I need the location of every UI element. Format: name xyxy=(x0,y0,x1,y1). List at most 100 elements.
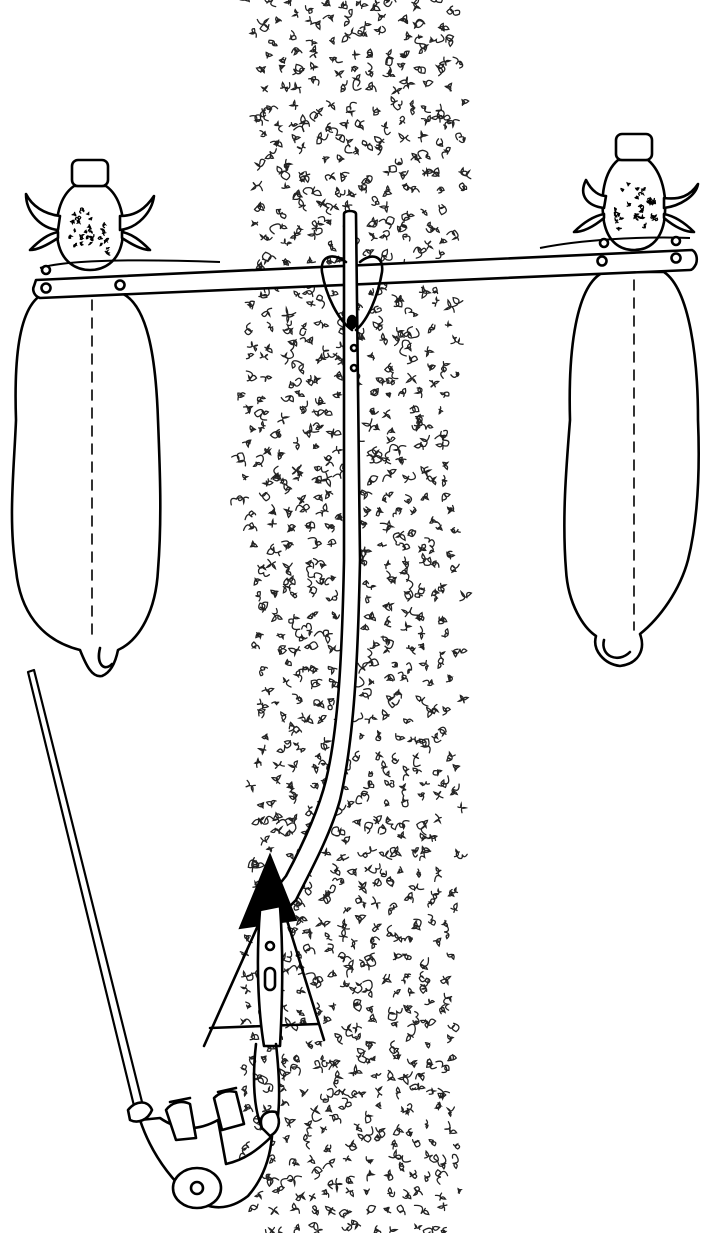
soil-clod xyxy=(317,918,330,927)
soil-clod xyxy=(382,761,390,777)
soil-clod xyxy=(407,645,416,654)
soil-clod xyxy=(296,504,310,512)
soil-clod xyxy=(439,407,443,414)
soil-clod xyxy=(415,1205,429,1214)
soil-clod xyxy=(294,743,305,753)
soil-clod xyxy=(365,1111,371,1122)
soil-clod xyxy=(259,602,268,612)
soil-clod xyxy=(411,154,418,161)
soil-clod xyxy=(388,1007,402,1020)
soil-clod xyxy=(368,476,378,485)
soil-clod xyxy=(430,35,444,43)
soil-clod xyxy=(369,1014,377,1022)
soil-clod xyxy=(276,209,285,218)
soil-clod xyxy=(282,308,296,322)
soil-clod xyxy=(346,1141,357,1150)
soil-clod xyxy=(398,832,405,839)
soil-clod xyxy=(260,493,270,501)
soil-clod xyxy=(314,376,320,383)
soil-clod xyxy=(296,1193,305,1201)
soil-clod xyxy=(261,1056,266,1062)
soil-clod xyxy=(382,710,389,720)
soil-clod xyxy=(360,689,371,699)
soil-clod xyxy=(459,695,468,703)
soil-clod xyxy=(441,392,449,397)
soil-clod xyxy=(397,328,405,337)
soil-clod xyxy=(440,239,447,244)
soil-clod xyxy=(387,877,394,887)
soil-clod xyxy=(359,185,367,193)
soil-clod xyxy=(417,869,421,877)
forelock-curl xyxy=(74,229,76,232)
soil-clod xyxy=(241,0,250,2)
soil-clod xyxy=(344,10,352,26)
soil-clod xyxy=(418,626,425,638)
soil-clod xyxy=(444,120,460,129)
soil-clod xyxy=(352,1091,365,1098)
soil-clod xyxy=(420,661,429,670)
soil-clod xyxy=(335,372,343,380)
soil-clod xyxy=(446,35,454,46)
soil-clod xyxy=(414,1187,423,1196)
soil-clod xyxy=(267,801,276,807)
soil-clod xyxy=(265,345,272,353)
soil-clod xyxy=(238,393,245,400)
soil-clod xyxy=(367,49,373,57)
soil-clod xyxy=(433,287,438,293)
soil-clod xyxy=(335,514,341,521)
soil-clod xyxy=(295,671,302,682)
ploughman-arm-right xyxy=(261,1112,279,1136)
soil-clod xyxy=(447,953,454,959)
soil-clod xyxy=(351,939,357,948)
soil-clod xyxy=(354,1124,361,1131)
yoke-peg-3 xyxy=(598,257,607,266)
soil-clod xyxy=(280,1069,290,1080)
soil-clod xyxy=(427,1089,435,1094)
soil-clod xyxy=(321,473,332,486)
soil-clod xyxy=(380,231,389,240)
soil-clod xyxy=(280,1084,286,1091)
soil-clod xyxy=(432,104,445,122)
soil-clod xyxy=(399,1072,413,1084)
soil-clod xyxy=(311,63,318,70)
goad-stick xyxy=(28,670,144,1114)
soil-clod xyxy=(413,768,421,774)
soil-clod xyxy=(365,715,376,723)
soil-clod xyxy=(386,393,390,397)
soil-clod xyxy=(393,336,399,346)
soil-clod xyxy=(303,929,313,939)
soil-clod xyxy=(326,491,333,499)
soil-clod xyxy=(264,447,270,454)
soil-clod xyxy=(275,122,282,132)
soil-clod xyxy=(416,1073,425,1080)
soil-clod xyxy=(280,65,285,72)
soil-clod xyxy=(399,134,410,142)
soil-clod xyxy=(246,780,256,791)
soil-clod xyxy=(260,131,266,137)
soil-clod xyxy=(346,1188,354,1196)
soil-clod xyxy=(277,166,290,180)
soil-clod xyxy=(339,1210,351,1218)
soil-clod xyxy=(300,401,307,413)
soil-clod xyxy=(289,378,301,388)
soil-clod xyxy=(325,524,334,532)
soil-clod xyxy=(265,149,276,159)
soil-clod xyxy=(338,952,351,962)
soil-clod xyxy=(420,781,429,785)
soil-clod xyxy=(442,629,448,637)
soil-clod xyxy=(392,753,398,763)
soil-clod xyxy=(339,1,347,8)
soil-clod xyxy=(384,0,396,7)
soil-clod xyxy=(325,576,335,585)
soil-clod xyxy=(242,1086,247,1096)
soil-clod xyxy=(385,363,398,378)
soil-clod xyxy=(361,625,369,630)
soil-clod xyxy=(373,879,382,886)
soil-clod xyxy=(335,1034,342,1044)
soil-clod xyxy=(374,816,382,824)
soil-clod xyxy=(405,308,417,317)
soil-clod xyxy=(284,1136,289,1143)
soil-clod xyxy=(267,322,273,331)
soil-clod xyxy=(440,1005,445,1014)
